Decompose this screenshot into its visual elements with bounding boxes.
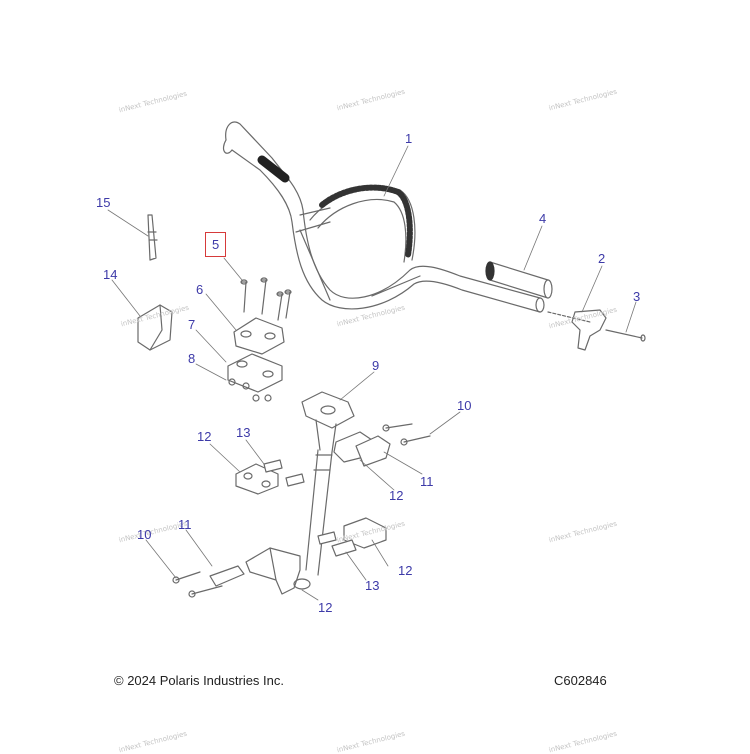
callout-14[interactable]: 14 xyxy=(103,267,118,282)
callout-15[interactable]: 15 xyxy=(96,195,111,210)
leader-lines xyxy=(107,145,637,601)
callout-12-bottom[interactable]: 12 xyxy=(318,600,333,615)
callout-13-upper[interactable]: 13 xyxy=(236,425,251,440)
callout-3[interactable]: 3 xyxy=(633,289,641,304)
steering-post-part xyxy=(245,391,355,595)
upper-bolts-part xyxy=(382,423,431,446)
washers-part xyxy=(228,378,272,402)
callout-4[interactable]: 4 xyxy=(539,211,547,226)
diagram-code: C602846 xyxy=(554,673,607,688)
callout-11-lower[interactable]: 11 xyxy=(178,517,192,532)
lower-block-part xyxy=(172,565,245,598)
callout-2[interactable]: 2 xyxy=(598,251,606,266)
callout-12-left[interactable]: 12 xyxy=(197,429,212,444)
callout-10-lower[interactable]: 10 xyxy=(137,527,152,542)
callout-1[interactable]: 1 xyxy=(405,131,413,146)
callout-13-lower[interactable]: 13 xyxy=(365,578,380,593)
copyright-text: © 2024 Polaris Industries Inc. xyxy=(114,673,284,688)
bolts-part xyxy=(240,277,292,321)
lower-clamp-part xyxy=(227,353,283,393)
pin-part xyxy=(147,214,158,261)
grip-part xyxy=(485,261,553,299)
clamp-part xyxy=(137,304,173,351)
callout-10-upper[interactable]: 10 xyxy=(457,398,472,413)
callout-5[interactable]: 5 xyxy=(205,232,227,257)
callout-12-right-lower[interactable]: 12 xyxy=(398,563,413,578)
lower-bushing-part xyxy=(317,517,387,557)
bracket-part xyxy=(547,309,646,351)
callout-7[interactable]: 7 xyxy=(188,317,196,332)
callout-11-upper[interactable]: 11 xyxy=(420,474,434,489)
left-bushing-part xyxy=(235,459,305,495)
callout-12-right-upper[interactable]: 12 xyxy=(389,488,404,503)
callout-8[interactable]: 8 xyxy=(188,351,196,366)
upper-bushing-part xyxy=(333,431,391,467)
callout-6[interactable]: 6 xyxy=(196,282,204,297)
callout-9[interactable]: 9 xyxy=(372,358,380,373)
upper-clamp-part xyxy=(233,317,285,355)
handlebar-part xyxy=(222,121,545,313)
